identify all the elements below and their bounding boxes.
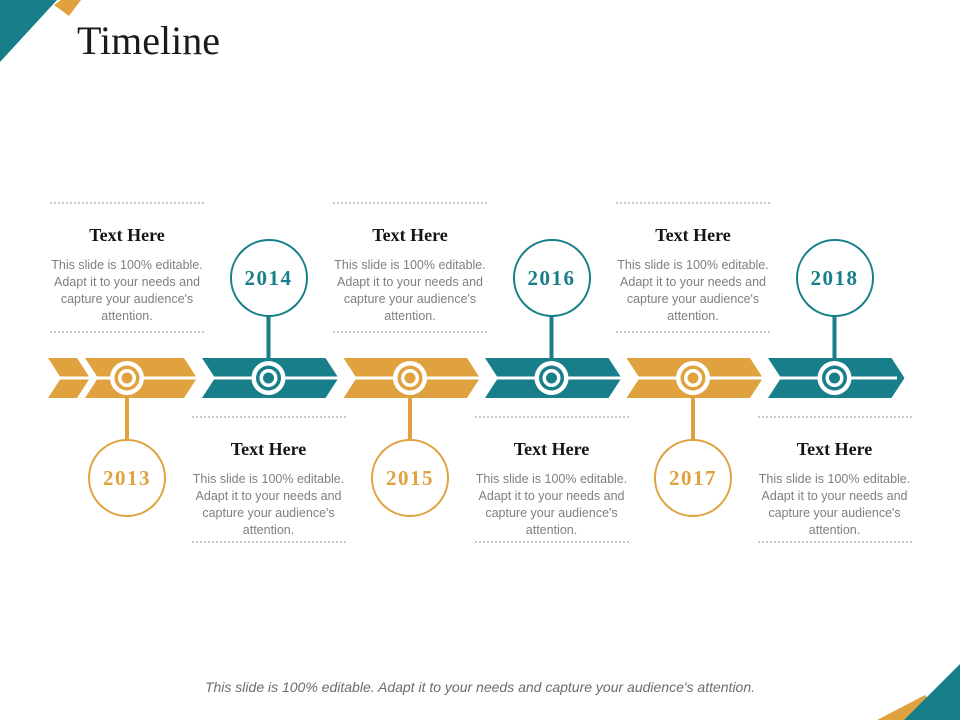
ring-marker-2014 — [263, 372, 274, 384]
corner-top-left-teal-triangle — [0, 0, 57, 62]
ring-marker-2013 — [121, 372, 133, 384]
connector-line-2017 — [691, 378, 695, 478]
text-block-body-2014: This slide is 100% editable. Adapt it to… — [192, 472, 345, 537]
text-block-heading-2018: Text Here — [796, 439, 873, 459]
corner-bottom-right-teal-triangle — [904, 664, 960, 720]
connector-line-2018 — [832, 278, 837, 378]
ring-marker-2017 — [687, 372, 699, 384]
year-circle-2014: 2014 — [229, 239, 308, 317]
text-block-heading-2015: Text Here — [372, 225, 448, 245]
year-label-2015: 2015 — [386, 465, 434, 490]
timeline-center-line — [52, 376, 897, 380]
year-circle-2016: 2016 — [512, 239, 591, 317]
year-label-2013: 2013 — [103, 465, 151, 490]
year-label-2018: 2018 — [810, 265, 859, 290]
year-circle-2013: 2013 — [88, 439, 166, 517]
connector-line-2014 — [266, 278, 271, 378]
text-block-heading-2013: Text Here — [89, 225, 165, 245]
year-circle-2018: 2018 — [795, 239, 874, 317]
corner-top-left-orange-accent — [54, 0, 81, 16]
text-block-heading-2016: Text Here — [513, 439, 590, 459]
text-block-body-2018: This slide is 100% editable. Adapt it to… — [758, 472, 911, 537]
year-label-2016: 2016 — [527, 265, 576, 290]
ring-marker-2015 — [404, 372, 416, 384]
year-label-2014: 2014 — [244, 265, 293, 290]
text-block-body-2013: This slide is 100% editable. Adapt it to… — [51, 258, 203, 323]
connector-line-2013 — [125, 378, 129, 478]
text-block-heading-2017: Text Here — [655, 225, 731, 245]
ring-marker-2018 — [829, 372, 840, 384]
ring-marker-2016 — [546, 372, 557, 384]
text-block-body-2017: This slide is 100% editable. Adapt it to… — [617, 258, 769, 323]
footer-note: This slide is 100% editable. Adapt it to… — [204, 679, 756, 695]
text-block-body-2016: This slide is 100% editable. Adapt it to… — [475, 472, 628, 537]
year-label-2017: 2017 — [669, 465, 717, 490]
year-circle-2015: 2015 — [371, 439, 449, 517]
connector-line-2015 — [408, 378, 412, 478]
text-block-heading-2014: Text Here — [230, 439, 307, 459]
connector-line-2016 — [549, 278, 554, 378]
page-title: Timeline — [77, 18, 220, 63]
text-block-body-2015: This slide is 100% editable. Adapt it to… — [334, 258, 486, 323]
year-circle-2017: 2017 — [654, 439, 732, 517]
